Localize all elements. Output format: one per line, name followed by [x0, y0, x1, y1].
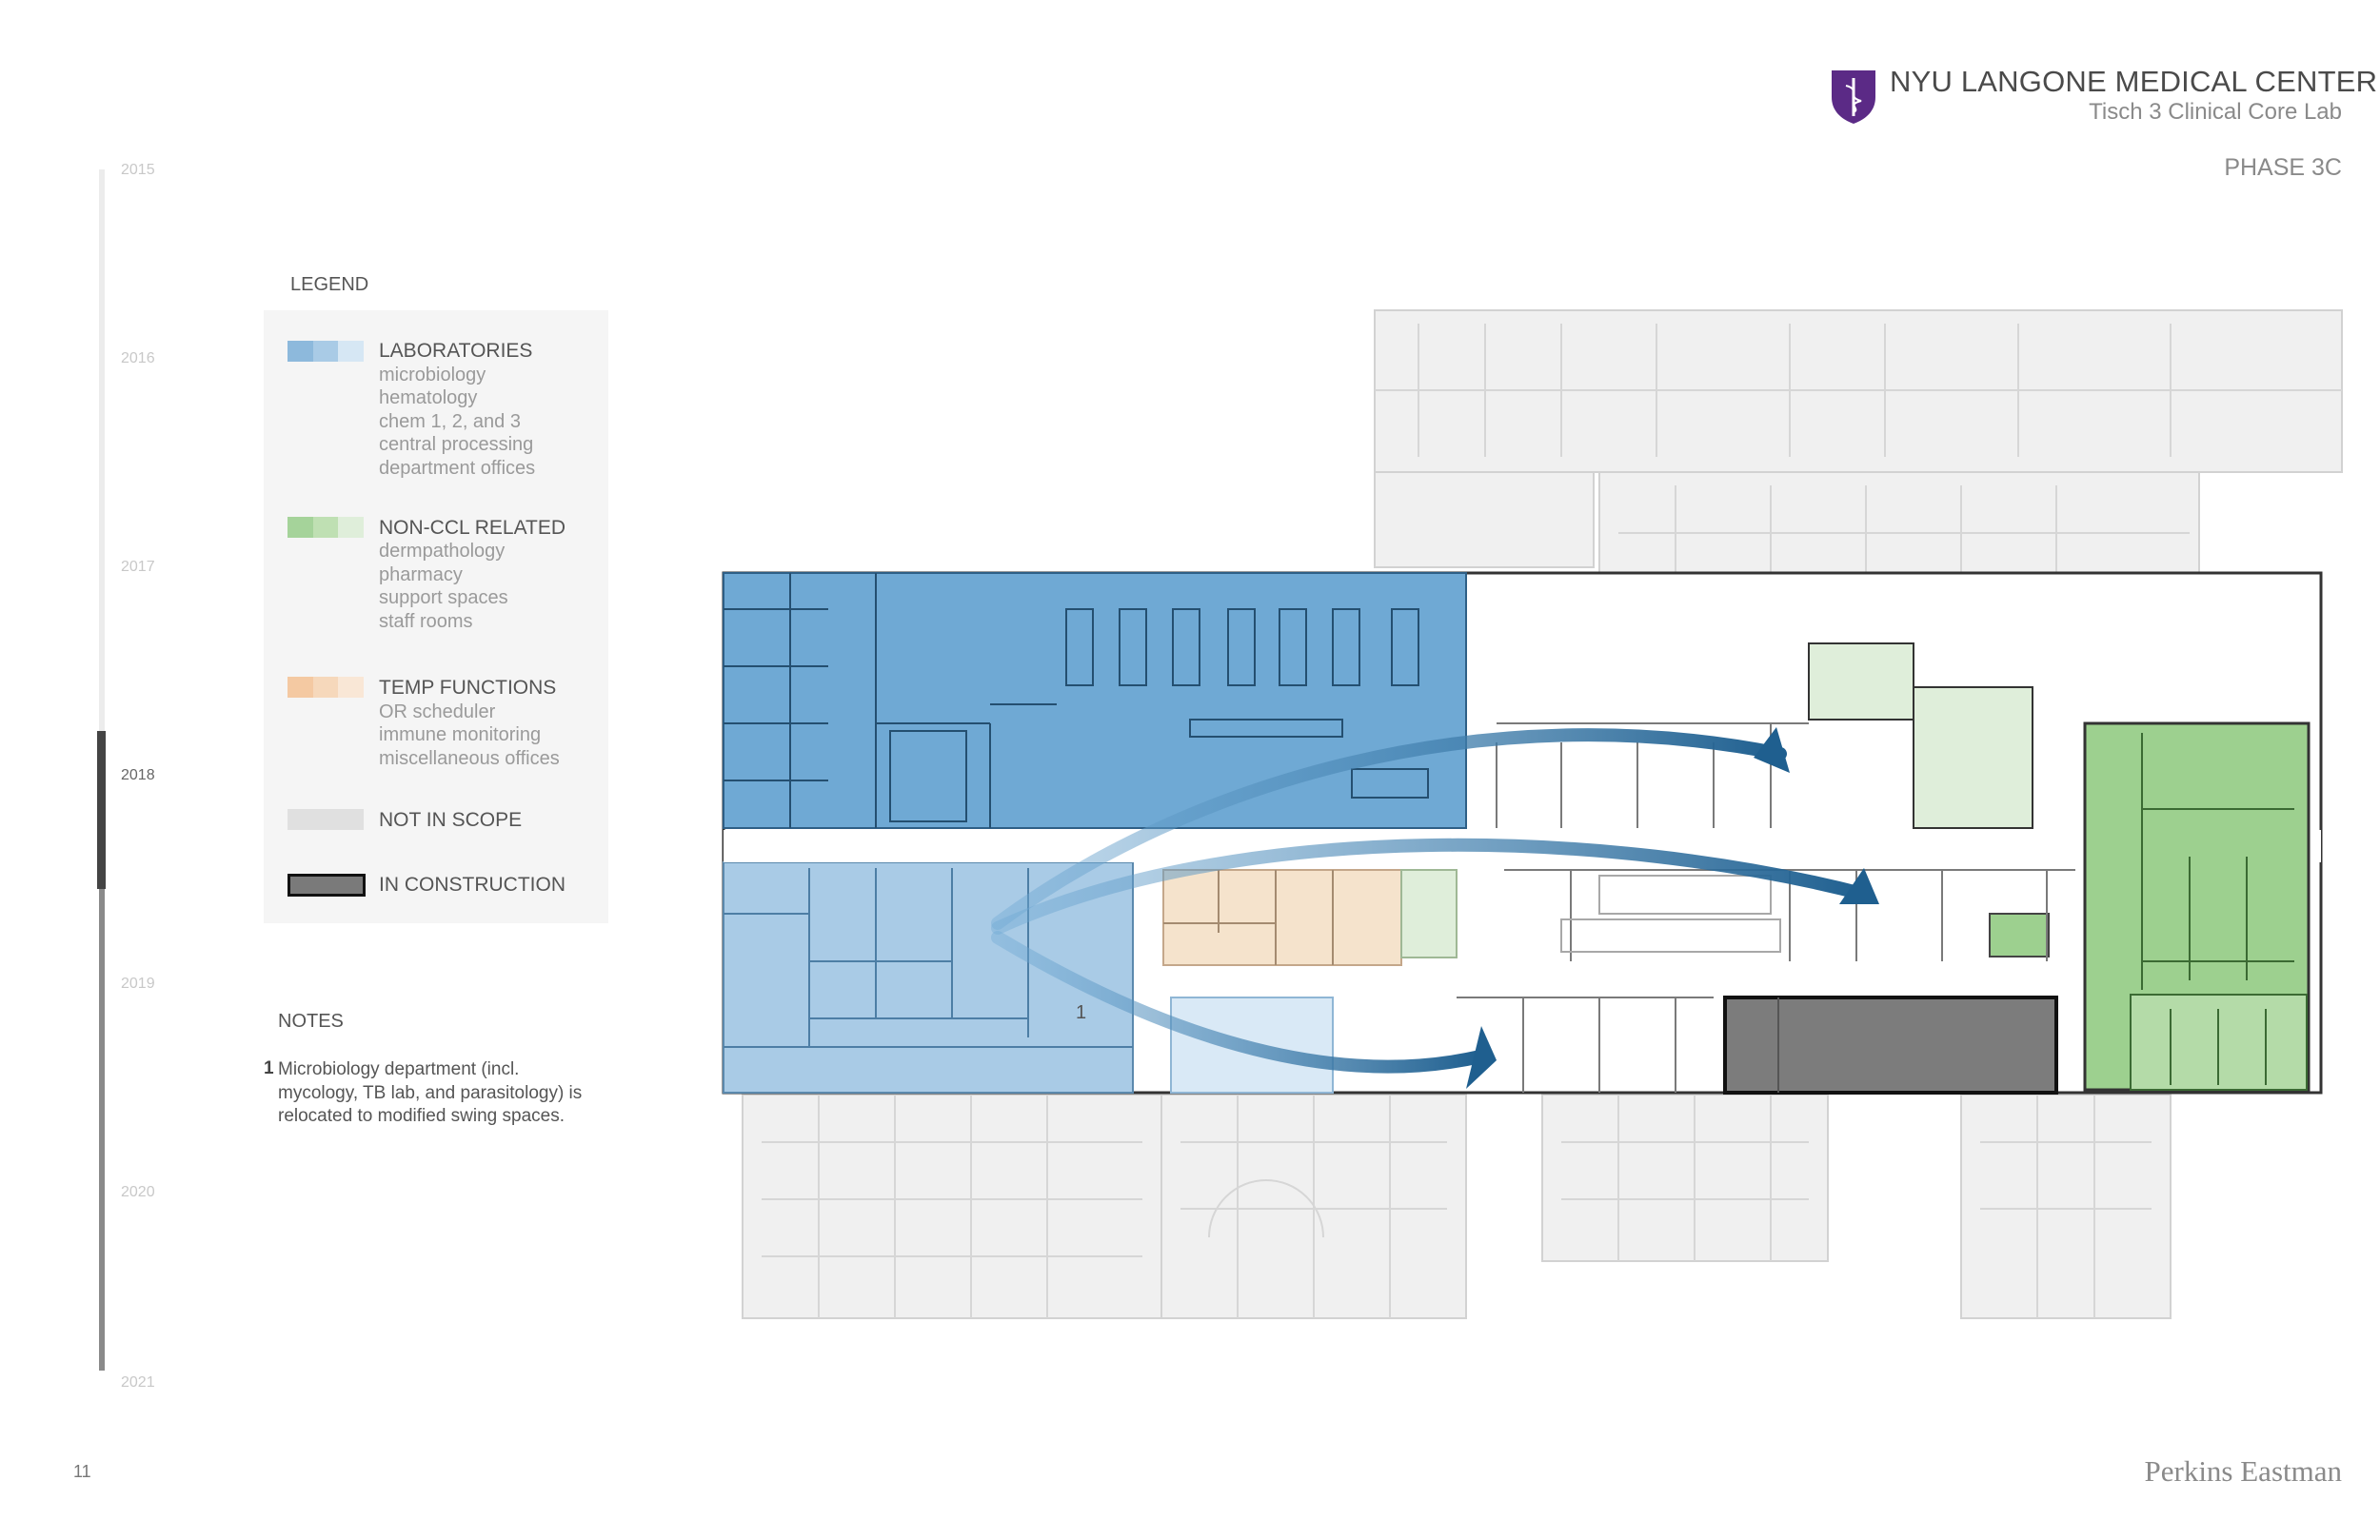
firm-name: Perkins Eastman	[2144, 1454, 2343, 1488]
nyu-shield-logo	[1832, 70, 1875, 124]
temp-functions-zone	[1162, 869, 1402, 966]
legend-swatch-in-construction	[288, 874, 366, 897]
legend-item: support spaces	[379, 587, 508, 608]
legend-item: miscellaneous offices	[379, 748, 560, 769]
note-number: 1	[264, 1058, 274, 1078]
legend-item: dermpathology	[379, 541, 506, 562]
relocation-arrows	[991, 727, 1879, 1089]
legend-label-temp-functions: TEMP FUNCTIONS	[379, 677, 557, 699]
institution-title: NYU LANGONE MEDICAL CENTER	[1890, 65, 2378, 98]
legend-swatch-temp-functions	[288, 677, 365, 698]
non-ccl-zone-upper-a	[1808, 642, 1914, 721]
timeline-year-2016: 2016	[121, 350, 155, 366]
legend-label-not-in-scope: NOT IN SCOPE	[379, 809, 523, 831]
timeline-year-2021: 2021	[121, 1374, 155, 1391]
legend-title: LEGEND	[290, 274, 369, 295]
legend-item: central processing	[379, 434, 534, 455]
timeline-current-marker	[97, 731, 106, 889]
note-text: Microbiology department (incl. mycology,…	[278, 1059, 583, 1126]
non-ccl-zone-small	[1400, 869, 1458, 958]
timeline-year-2017: 2017	[121, 559, 155, 575]
legend-item: department offices	[379, 458, 536, 479]
legend-label-laboratories: LABORATORIES	[379, 340, 533, 362]
project-subtitle: Tisch 3 Clinical Core Lab	[2089, 99, 2342, 125]
page-number: 11	[73, 1462, 91, 1481]
laboratory-benches	[724, 573, 1429, 828]
in-construction-zone	[1723, 996, 2058, 1095]
legend-swatch-laboratories	[288, 341, 365, 362]
middle-not-in-scope-fixtures	[1560, 875, 1781, 953]
legend-item: hematology	[379, 387, 478, 408]
timeline-year-2020: 2020	[121, 1184, 155, 1200]
timeline-year-2015: 2015	[121, 162, 155, 178]
legend-item: immune monitoring	[379, 724, 542, 745]
legend-item: OR scheduler	[379, 701, 496, 722]
plan-marker-1: 1	[1076, 1002, 1086, 1023]
timeline-progress	[99, 731, 105, 1371]
legend-item: chem 1, 2, and 3	[379, 411, 521, 432]
legend-item: microbiology	[379, 365, 486, 385]
legend-label-non-ccl: NON-CCL RELATED	[379, 517, 566, 539]
non-ccl-zone-small-dark	[1989, 913, 2050, 958]
phase-label: PHASE 3C	[2224, 154, 2342, 181]
floor-plan: 1	[722, 309, 2343, 1319]
laboratory-zone-upper	[723, 572, 1467, 829]
non-ccl-zone-upper-b	[1913, 686, 2033, 829]
middle-rooms	[1457, 722, 2075, 1093]
legend-swatch-not-in-scope	[288, 809, 364, 830]
legend-label-in-construction: IN CONSTRUCTION	[379, 874, 565, 896]
timeline-year-2018: 2018	[121, 767, 155, 783]
legend-item: pharmacy	[379, 564, 463, 585]
legend-item: staff rooms	[379, 611, 473, 632]
legend-swatch-non-ccl	[288, 517, 365, 538]
timeline-year-2019: 2019	[121, 976, 155, 992]
notes-title: NOTES	[278, 1011, 344, 1032]
